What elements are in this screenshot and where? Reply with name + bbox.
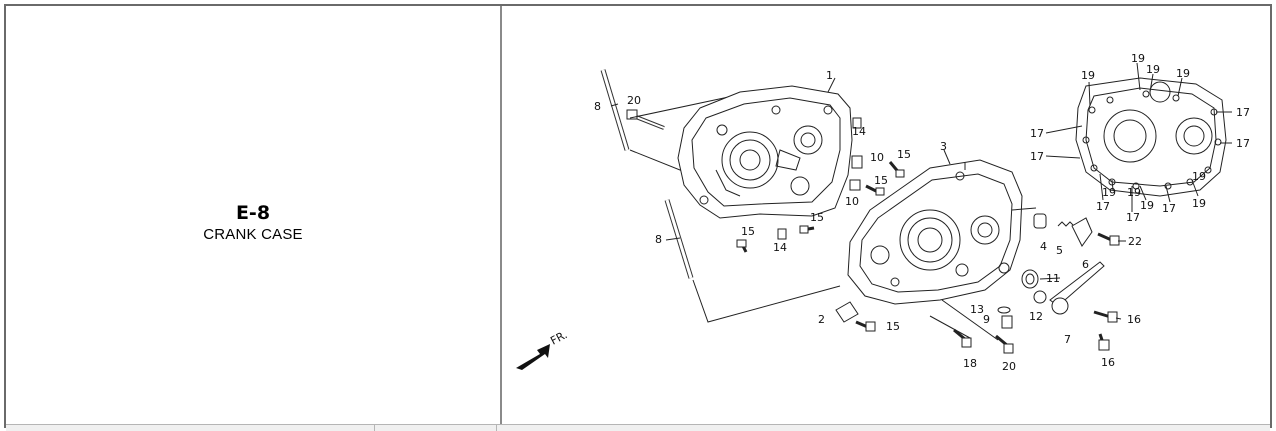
callout-5: 5 [1056, 244, 1063, 257]
callout-14: 14 [773, 241, 787, 254]
callout-19: 19 [1081, 69, 1095, 82]
callout-4: 4 [1040, 240, 1047, 253]
dowel-pin-4 [1033, 213, 1047, 229]
crankcase-left-half [677, 85, 853, 219]
bolt-16-b [1098, 333, 1110, 351]
callout-17: 17 [1236, 137, 1250, 150]
callout-7: 7 [1064, 333, 1071, 346]
bolt-20-lower [995, 334, 1014, 354]
cell-divider [500, 6, 502, 424]
section-code: E-8 [235, 202, 271, 224]
callout-19: 19 [1131, 52, 1145, 65]
next-row-edge [6, 424, 1270, 431]
plate-2 [835, 301, 859, 323]
callout-8: 8 [594, 100, 601, 113]
bolt-18 [953, 328, 972, 348]
callout-20: 20 [1002, 360, 1016, 373]
callout-12: 12 [1029, 310, 1043, 323]
callout-17: 17 [1030, 127, 1044, 140]
bracket-10-lower [849, 179, 861, 191]
bolt-22 [1097, 232, 1120, 246]
callout-6: 6 [1082, 258, 1089, 271]
tensioner-arm-7 [1049, 261, 1105, 315]
spring-5 [1057, 221, 1075, 227]
callout-14: 14 [852, 125, 866, 138]
callout-15: 15 [886, 320, 900, 333]
stopper-6 [1071, 217, 1093, 247]
section-title: CRANK CASE [203, 226, 303, 243]
bolt-15-e [855, 320, 876, 332]
bolt-15-c [799, 225, 815, 234]
callout-19: 19 [1140, 199, 1154, 212]
bolt-15-a [888, 161, 905, 178]
callout-15: 15 [897, 148, 911, 161]
crank-case-exploded-diagram: FR. 123456788910101112131414151515151516… [516, 52, 1250, 373]
callout-16: 16 [1101, 356, 1115, 369]
callout-15: 15 [874, 174, 888, 187]
stud-bolt-upper [600, 69, 630, 151]
section-cell: E-8 CRANK CASE [6, 6, 500, 424]
o-ring-12 [1033, 290, 1047, 304]
table-border [4, 4, 1272, 428]
washer-13 [997, 306, 1011, 314]
callout-19: 19 [1192, 170, 1206, 183]
front-direction-label: FR. [548, 328, 569, 347]
callout-13: 13 [970, 303, 984, 316]
oil-seal-11 [1021, 269, 1039, 289]
callout-11: 11 [1046, 272, 1060, 285]
callout-18: 18 [963, 357, 977, 370]
callout-15: 15 [810, 211, 824, 224]
callout-22: 22 [1128, 235, 1142, 248]
front-direction-arrow [516, 344, 550, 370]
crankcase-right-half [847, 159, 1023, 305]
dowel-14-lower [777, 228, 787, 240]
callout-19: 19 [1192, 197, 1206, 210]
callout-8: 8 [655, 233, 662, 246]
bracket-10-upper [851, 155, 863, 169]
callout-19: 19 [1102, 186, 1116, 199]
bolt-15-b [865, 184, 885, 196]
callout-19: 19 [1127, 186, 1141, 199]
callout-19: 19 [1176, 67, 1190, 80]
bolt-16-a [1093, 310, 1118, 323]
callout-1: 1 [826, 69, 833, 82]
callout-3: 3 [940, 140, 947, 153]
bolt-20-upper [626, 109, 665, 130]
callout-19: 19 [1146, 63, 1160, 76]
callout-17: 17 [1236, 106, 1250, 119]
callout-10: 10 [845, 195, 859, 208]
callout-2: 2 [818, 313, 825, 326]
callout-20: 20 [627, 94, 641, 107]
callout-9: 9 [983, 313, 990, 326]
bolt-15-d [736, 239, 748, 253]
callout-17: 17 [1096, 200, 1110, 213]
callout-15: 15 [741, 225, 755, 238]
callout-10: 10 [870, 151, 884, 164]
drain-bolt-9 [1001, 315, 1013, 329]
callout-16: 16 [1127, 313, 1141, 326]
callout-17: 17 [1162, 202, 1176, 215]
callout-17: 17 [1126, 211, 1140, 224]
callout-17: 17 [1030, 150, 1044, 163]
stud-bolt-lower [664, 199, 694, 279]
dowel-14-upper [852, 117, 862, 129]
